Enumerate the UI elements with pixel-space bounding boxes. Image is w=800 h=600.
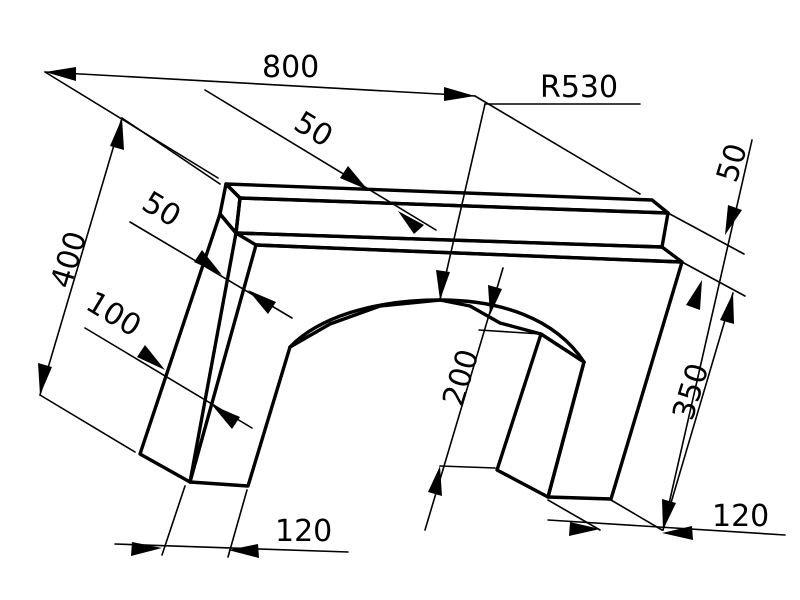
arrow-200-top	[488, 285, 502, 315]
dim-800-line	[44, 71, 476, 97]
dimension-lines	[39, 71, 786, 558]
object-outline	[138, 182, 684, 501]
arrow-50a-out	[398, 211, 424, 234]
arrow-50c-bottom	[686, 280, 702, 310]
dim-r530-label: R530	[540, 70, 618, 105]
arrow-50c-top	[725, 205, 742, 235]
arrow-800-left	[45, 67, 76, 81]
arrow-350-bottom	[662, 499, 676, 530]
arrow-50b-out	[248, 290, 276, 314]
dim-50b-label: 50	[136, 185, 187, 235]
dim-200-ext-bottom	[439, 465, 496, 469]
dim-200-ext-top	[478, 329, 542, 335]
dim-120a-line	[114, 543, 349, 553]
dim-350-label: 350	[666, 359, 716, 424]
dim-800-ext-right	[474, 95, 641, 195]
arrow-50a-in	[340, 166, 368, 190]
left-leg-side-face	[138, 212, 258, 484]
dim-120a-ext-right	[227, 489, 248, 558]
arrow-350-top	[720, 293, 734, 324]
dim-400-label: 400	[44, 227, 94, 292]
dim-120b-ext-right	[610, 499, 663, 531]
dim-200-label: 200	[436, 345, 486, 410]
dim-400-line	[39, 117, 123, 396]
dim-400-ext-top	[121, 117, 221, 185]
dim-50c-label: 50	[710, 140, 755, 187]
arrow-120b-left	[569, 522, 600, 536]
arch-underside-line	[539, 332, 586, 364]
dim-120a-label: 120	[275, 514, 332, 549]
dim-100-label: 100	[80, 285, 147, 344]
arrow-120a-left	[131, 542, 162, 556]
dim-120a-ext-left	[161, 485, 186, 556]
dim-50a-line	[204, 89, 437, 231]
arrow-100-in	[137, 345, 165, 370]
dim-120b-ext-left	[547, 499, 601, 531]
arrow-800-right	[444, 87, 475, 101]
dim-800-label: 800	[262, 50, 319, 85]
arrow-120b-right	[662, 526, 693, 540]
right-leg-inner-face	[495, 332, 586, 499]
dim-350-line	[662, 292, 734, 531]
arch-curve	[288, 298, 586, 364]
dim-r530-line	[439, 103, 486, 301]
dimension-labels: 800 R530 50 50 100 400 200 50 350 120 12…	[44, 50, 769, 549]
dim-120b-label: 120	[712, 499, 769, 534]
arrow-200-bottom	[428, 466, 442, 496]
left-leg-edge	[188, 231, 238, 484]
left-leg-front-face	[188, 243, 684, 501]
arrow-120a-right	[228, 544, 259, 558]
arrow-100-out	[212, 405, 240, 429]
arrow-400-top	[110, 118, 124, 150]
arrow-400-bottom	[38, 363, 52, 395]
dim-50c-ext-top	[667, 212, 745, 255]
dim-400-ext-bottom	[39, 394, 136, 453]
arrow-50b-in	[194, 250, 222, 275]
dim-50c-line	[662, 139, 753, 531]
dim-50c-ext-mid	[681, 261, 746, 297]
arrow-r530	[436, 270, 450, 300]
dim-50a-label: 50	[288, 105, 339, 155]
arrowheads	[38, 67, 742, 558]
